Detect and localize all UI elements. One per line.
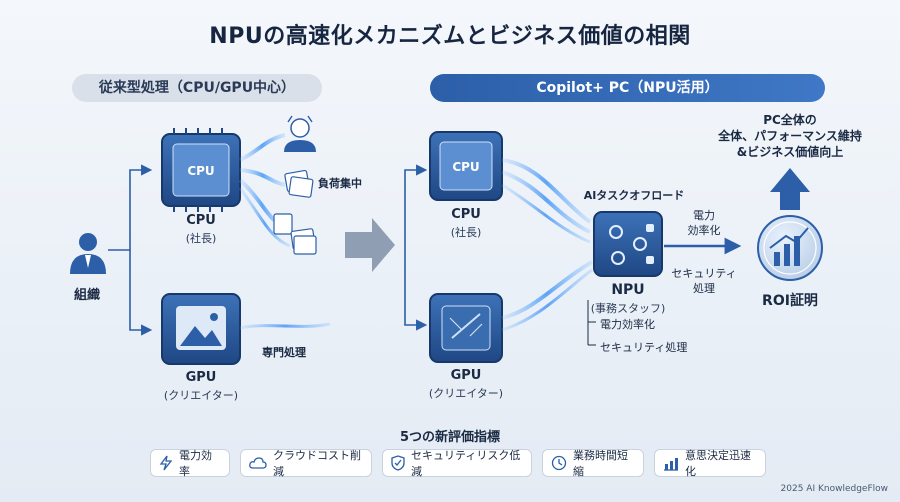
lightning-icon: [159, 455, 173, 471]
cloud-icon: [249, 457, 267, 469]
metric-label: セキュリティリスク低減: [411, 449, 521, 478]
npu-chip: [593, 211, 663, 277]
goal-line-2: 全体、パフォーマンス維持: [718, 129, 862, 143]
roi-coin-icon: [757, 215, 823, 281]
legacy-section-header: 従来型処理（CPU/GPU中心）: [72, 74, 322, 102]
arrow-label-power-line2: 効率化: [687, 224, 721, 237]
arrow-label-power-line1: 電力: [693, 209, 715, 222]
metric-label: 意思決定迅速化: [685, 449, 751, 478]
offload-flows: [501, 158, 593, 332]
legacy-cpu-role: (社長): [185, 232, 217, 245]
metric-label: 業務時間短縮: [573, 449, 628, 478]
copilot-gpu-name: GPU: [450, 368, 482, 383]
arrow-label-security: セキュリティ 処理: [668, 266, 740, 296]
org-to-gpu-connector: [129, 250, 153, 336]
metric-work-time: 業務時間短縮: [542, 449, 644, 478]
copilot-cpu-chip-label-wrap: CPU: [452, 160, 479, 174]
copilot-cpu-chip: [429, 131, 503, 201]
arrow-label-power: 電力 効率化: [680, 208, 728, 238]
clock-icon: [551, 455, 567, 471]
roi-label: ROI証明: [762, 293, 818, 309]
org-label: 組織: [73, 288, 100, 303]
metrics-title: 5つの新評価指標: [399, 430, 501, 445]
legacy-cpu-chip: [161, 128, 241, 212]
copilot-cpu-role: (社長): [450, 226, 482, 239]
legacy-cpu-chip-text: CPU: [187, 164, 214, 178]
new-gpu-connector: [404, 245, 428, 331]
page-title: NPUの高速化メカニズムとビジネス価値の相関: [209, 24, 691, 49]
metric-decision-speed: 意思決定迅速化: [654, 449, 766, 478]
transition-arrow: [345, 218, 395, 272]
goal-line-3: &ビジネス価値向上: [736, 145, 844, 159]
document-stack-icon: [273, 169, 317, 255]
gpu-note-power: 電力効率化: [600, 318, 655, 331]
metric-security-risk: セキュリティリスク低減: [382, 449, 532, 478]
arrow-label-security-line2: 処理: [693, 282, 715, 295]
gpu-note-bracket: [587, 300, 596, 346]
metric-power-efficiency: 電力効率: [150, 449, 230, 478]
load-concentration-label: 負荷集中: [318, 177, 362, 190]
shield-icon: [391, 455, 405, 471]
copilot-gpu-role: (クリエイター): [428, 387, 504, 400]
metric-label: 電力効率: [179, 449, 212, 478]
new-cpu-connector: [404, 164, 428, 245]
legacy-gpu-chip: [161, 293, 241, 365]
copilot-cpu-name: CPU: [451, 207, 481, 222]
special-processing-label: 専門処理: [262, 346, 306, 359]
legacy-gpu-name: GPU: [185, 370, 217, 385]
copilot-gpu-chip: [429, 293, 503, 363]
metric-label: クラウドコスト削減: [273, 449, 361, 478]
stressed-person-icon: [284, 115, 316, 152]
person-icon: [70, 233, 106, 274]
npu-role: (事務スタッフ): [590, 302, 666, 315]
legacy-gpu-role: (クリエイター): [163, 389, 239, 402]
gpu-note-security: セキュリティ処理: [600, 341, 688, 354]
metric-cloud-cost: クラウドコスト削減: [240, 449, 372, 478]
legacy-cpu-chip-label-wrap: CPU: [187, 164, 214, 178]
chart-icon: [664, 458, 678, 471]
footer-credit: 2025 AI KnowledgeFlow: [780, 484, 888, 494]
goal-text: PC全体の 全体、パフォーマンス維持 &ビジネス価値向上: [690, 112, 890, 160]
copilot-section-header: Copilot+ PC（NPU活用）: [430, 74, 825, 102]
ai-offload-label: AIタスクオフロード: [583, 189, 685, 202]
copilot-cpu-chip-text: CPU: [452, 160, 479, 174]
upward-arrow: [770, 168, 810, 210]
npu-name: NPU: [611, 282, 645, 298]
legacy-cpu-name: CPU: [186, 213, 216, 228]
arrow-label-security-line1: セキュリティ: [671, 267, 737, 280]
org-to-cpu-connector: [108, 164, 153, 251]
gpu-processing-flow: [239, 322, 331, 330]
goal-line-1: PC全体の: [763, 113, 817, 127]
